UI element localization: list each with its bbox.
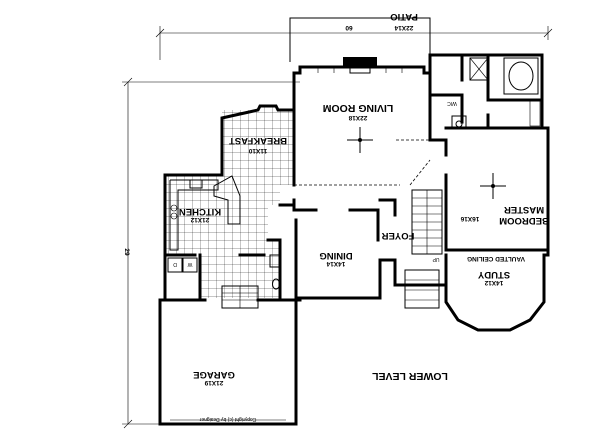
dimension-width-label: 60 (345, 24, 353, 31)
garage-steps (221, 285, 259, 309)
exterior-walls (158, 53, 550, 426)
tile-floor (165, 106, 294, 298)
wic-label: WIC (447, 100, 457, 106)
kitchen-counters (169, 175, 241, 251)
patio: PATIO 22X14 (289, 11, 431, 62)
stairs: UP (411, 189, 443, 262)
breakfast-size: 11X10 (248, 147, 267, 154)
living-room-name: LIVING ROOM (322, 102, 393, 114)
breakfast-name: BREAKFAST (229, 135, 287, 146)
dining-name: DINING (319, 250, 352, 261)
lower-level-label: LOWER LEVEL (372, 370, 448, 382)
dryer-label: D (173, 261, 177, 267)
study-size: 14X12 (484, 279, 503, 286)
garage-door (170, 419, 286, 425)
vaulted-label: VAULTED CEILING (467, 255, 525, 262)
master-bath (451, 57, 541, 129)
master-size: 16X16 (460, 215, 479, 222)
kitchen-name: KITCHEN (179, 206, 221, 217)
living-windows (317, 67, 403, 73)
dimension-width: 60 (155, 24, 553, 60)
dimension-depth-label: 29 (123, 248, 130, 256)
study-name: STUDY (477, 269, 510, 280)
front-stoop (404, 269, 440, 309)
master-name-2: BEDROOM (499, 215, 549, 226)
fireplace (343, 57, 377, 74)
washer-label: W (187, 261, 192, 267)
patio-name: PATIO (390, 11, 418, 22)
up-label: UP (432, 256, 440, 262)
patio-size: 22X14 (394, 24, 413, 31)
ceiling-fan-master (480, 173, 506, 199)
interior-walls (163, 53, 550, 300)
laundry: W D (167, 257, 198, 273)
half-bath (269, 254, 281, 290)
room-labels: LIVING ROOM 22X18 BREAKFAST 11X10 KITCHE… (179, 100, 549, 422)
open-boundaries (294, 139, 431, 186)
dining-size: 14X14 (326, 260, 345, 267)
ceiling-fan-living (347, 127, 373, 153)
foyer-name: FOYER (382, 230, 415, 241)
kitchen-size: 21X12 (190, 216, 209, 223)
copyright-text: Copyright (c) by Designer (199, 416, 256, 422)
master-name-1: MASTER (504, 204, 544, 215)
garage-name: GARAGE (193, 369, 235, 380)
garage-size: 21X19 (204, 379, 223, 386)
dimension-depth: 29 (122, 77, 300, 429)
living-room-size: 22X18 (348, 114, 367, 121)
